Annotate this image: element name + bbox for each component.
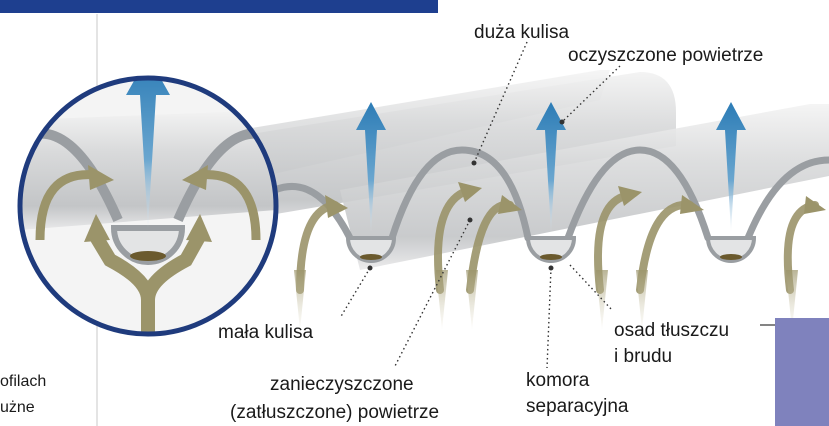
label-mala-kulisa: mała kulisa <box>218 322 313 343</box>
label-komora: komora <box>526 370 590 391</box>
magnified-detail <box>20 56 276 334</box>
label-zatluszczone-powietrze: (zatłuszczone) powietrze <box>230 402 439 423</box>
left-text-line-1: ofilach <box>0 373 46 390</box>
label-oczyszczone-powietrze: oczyszczone powietrze <box>568 45 763 66</box>
label-osad-tluszczu: osad tłuszczu <box>614 320 729 341</box>
corner-box <box>775 318 829 426</box>
left-text-line-2: użne <box>0 399 35 416</box>
label-separacyjna: separacyjna <box>526 396 629 417</box>
label-zanieczyszczone: zanieczyszczone <box>270 374 414 395</box>
label-i-brudu: i brudu <box>614 346 672 367</box>
header-bar <box>0 0 438 13</box>
label-duza-kulisa: duża kulisa <box>474 22 569 43</box>
